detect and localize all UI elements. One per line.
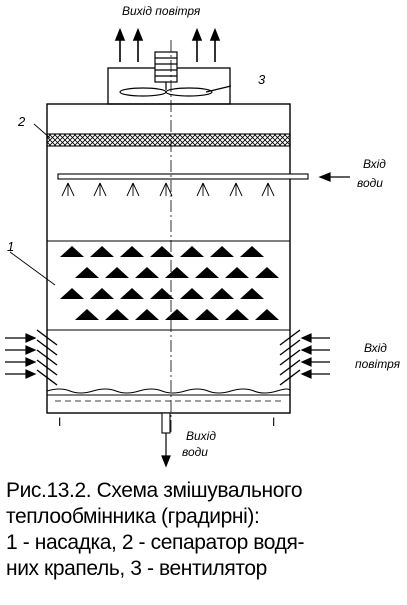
caption-line-3: 1 - насадка, 2 - сепаратор водя- [6, 531, 305, 554]
fan-blades-icon [119, 85, 232, 97]
packing-element [210, 288, 234, 299]
packing-element [150, 246, 174, 257]
packing-element [120, 288, 144, 299]
water-outlet-label-1: Вихід [186, 429, 216, 443]
support-right-icon: I [272, 415, 275, 429]
packing-element [255, 267, 279, 278]
packing-element [135, 267, 159, 278]
air-inlet-louvers-right [279, 329, 301, 386]
air-outlet-label: Вихід повітря [122, 4, 201, 18]
air-inlet-louvers-left [36, 329, 58, 386]
packing-element [195, 267, 219, 278]
packing-element [165, 309, 189, 320]
air-inlet-label-1: Вхід [364, 341, 387, 355]
packing-element [135, 309, 159, 320]
spray-nozzle [159, 182, 173, 197]
air-inlet-arrows-right [300, 333, 330, 379]
spray-nozzles [61, 182, 275, 197]
water-inlet-label-1: Вхід [363, 157, 386, 171]
water-basin [46, 388, 291, 402]
spray-nozzle [229, 182, 243, 197]
packing-element [60, 288, 84, 299]
caption-line-2: теплообмінника (градирні): [6, 505, 260, 528]
spray-nozzle [61, 182, 75, 197]
cooling-tower-diagram: Вихід повітря 3 2 Вхід води 1 [5, 4, 401, 468]
air-inlet-label-2: повітря [355, 357, 401, 371]
air-inlet-arrows-left [5, 333, 37, 379]
packing-element [105, 267, 129, 278]
packing-element [120, 246, 144, 257]
figure-caption: Рис.13.2. Схема змішувального теплообмін… [6, 478, 404, 582]
packing-element [180, 246, 204, 257]
packing-element [240, 288, 264, 299]
spray-nozzle [261, 182, 275, 197]
spray-nozzle [93, 182, 107, 197]
packing-element [90, 246, 114, 257]
packing-element [180, 288, 204, 299]
fill-packing [60, 246, 279, 320]
packing-element [105, 309, 129, 320]
caption-line-4: них крапель, 3 - вентилятор [6, 557, 267, 580]
water-outlet-arrow [161, 433, 171, 468]
support-left-icon: I [58, 415, 61, 429]
packing-element [225, 309, 249, 320]
label-separator-number: 2 [17, 114, 26, 129]
packing-element [165, 267, 189, 278]
spray-nozzle [196, 182, 210, 197]
water-outlet-label-2: води [182, 445, 208, 459]
tower-body [46, 103, 291, 414]
water-distribution-pipe [57, 173, 309, 180]
packing-element [240, 246, 264, 257]
fan-motor-icon [154, 51, 178, 90]
air-outlet-arrows [114, 27, 221, 62]
drain-pipe [161, 412, 171, 434]
label-fan-number: 3 [258, 72, 266, 87]
water-inlet-arrow [318, 172, 350, 182]
packing-element [210, 246, 234, 257]
packing-element [90, 288, 114, 299]
packing-element [255, 309, 279, 320]
packing-element [195, 309, 219, 320]
label-packing-number: 1 [7, 239, 14, 254]
caption-line-1: Рис.13.2. Схема змішувального [6, 479, 303, 502]
packing-element [225, 267, 249, 278]
packing-element [60, 246, 84, 257]
packing-element [150, 288, 174, 299]
packing-element [75, 309, 99, 320]
water-inlet-label-2: води [357, 176, 383, 190]
packing-element [75, 267, 99, 278]
spray-nozzle [126, 182, 140, 197]
